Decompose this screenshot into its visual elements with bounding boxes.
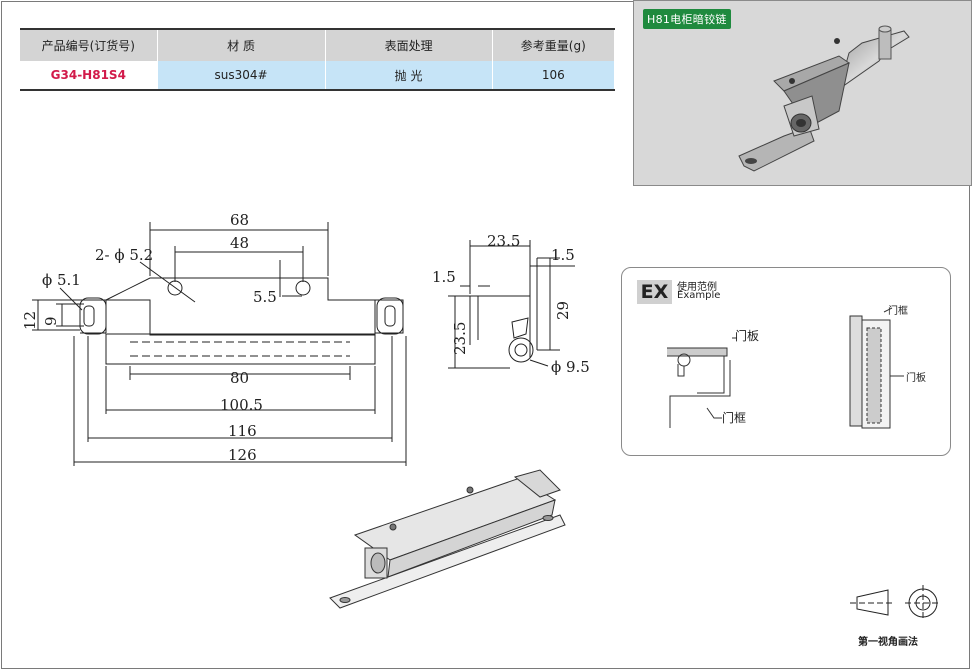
cell-finish: 抛 光 <box>325 61 493 91</box>
label-frame: 门框 <box>722 410 746 425</box>
dim-116: 116 <box>228 422 257 440</box>
side-view-body <box>469 295 531 358</box>
isometric-hinge <box>329 469 566 609</box>
product-photo: H81电柜暗铰链 <box>633 0 972 186</box>
example-badge: EX <box>637 280 672 304</box>
label-door: 门板 <box>735 328 759 343</box>
spec-table: 产品编号(订货号) 材 质 表面处理 参考重量(g) G34-H81S4 sus… <box>20 28 616 91</box>
label-frame-2: 门框 <box>888 304 908 317</box>
header-finish: 表面处理 <box>325 28 493 61</box>
dim-68: 68 <box>230 211 249 229</box>
label-door-2: 门板 <box>906 371 926 384</box>
header-code: 产品编号(订货号) <box>20 28 158 61</box>
dim-80: 80 <box>230 369 249 387</box>
cell-code: G34-H81S4 <box>20 61 158 91</box>
dim-hole1: ϕ 5.1 <box>42 271 81 289</box>
dim-23-5-left: 23.5 <box>451 322 469 355</box>
example-title-en: Example <box>677 290 721 301</box>
hinge-pin-circle <box>508 337 534 363</box>
dim-48: 48 <box>230 234 249 252</box>
cell-weight: 106 <box>492 61 616 91</box>
mount-hole-right <box>295 280 311 296</box>
projection-label: 第一视角画法 <box>858 637 918 648</box>
photo-tag: H81电柜暗铰链 <box>643 9 731 29</box>
right-tab <box>376 297 404 335</box>
dim-29: 29 <box>554 301 572 320</box>
dim-23-5-top: 23.5 <box>487 232 520 250</box>
cell-material: sus304# <box>157 61 326 91</box>
dim-9-5: ϕ 9.5 <box>551 358 590 376</box>
header-weight: 参考重量(g) <box>492 28 616 61</box>
dim-12: 12 <box>21 311 39 330</box>
projection-symbol <box>850 585 941 621</box>
example-drawing: 门板 门框 门框 门板 <box>667 304 926 429</box>
dim-9: 9 <box>42 316 60 326</box>
example-box: EX 使用范例 Example 门板 门框 门框 门板 <box>621 267 951 456</box>
front-view-body <box>105 277 376 336</box>
dim-hole2: 2- ϕ 5.2 <box>95 246 153 264</box>
dim-100-5: 100.5 <box>220 396 263 414</box>
dim-1-5-right: 1.5 <box>551 246 575 264</box>
header-material: 材 质 <box>157 28 326 61</box>
example-title-cn: 使用范例 <box>677 282 717 293</box>
hinge-photo-image <box>738 25 910 172</box>
dim-5-5: 5.5 <box>253 288 277 306</box>
left-tab <box>79 297 107 335</box>
dim-126: 126 <box>228 446 257 464</box>
dim-1-5-left: 1.5 <box>432 268 456 286</box>
